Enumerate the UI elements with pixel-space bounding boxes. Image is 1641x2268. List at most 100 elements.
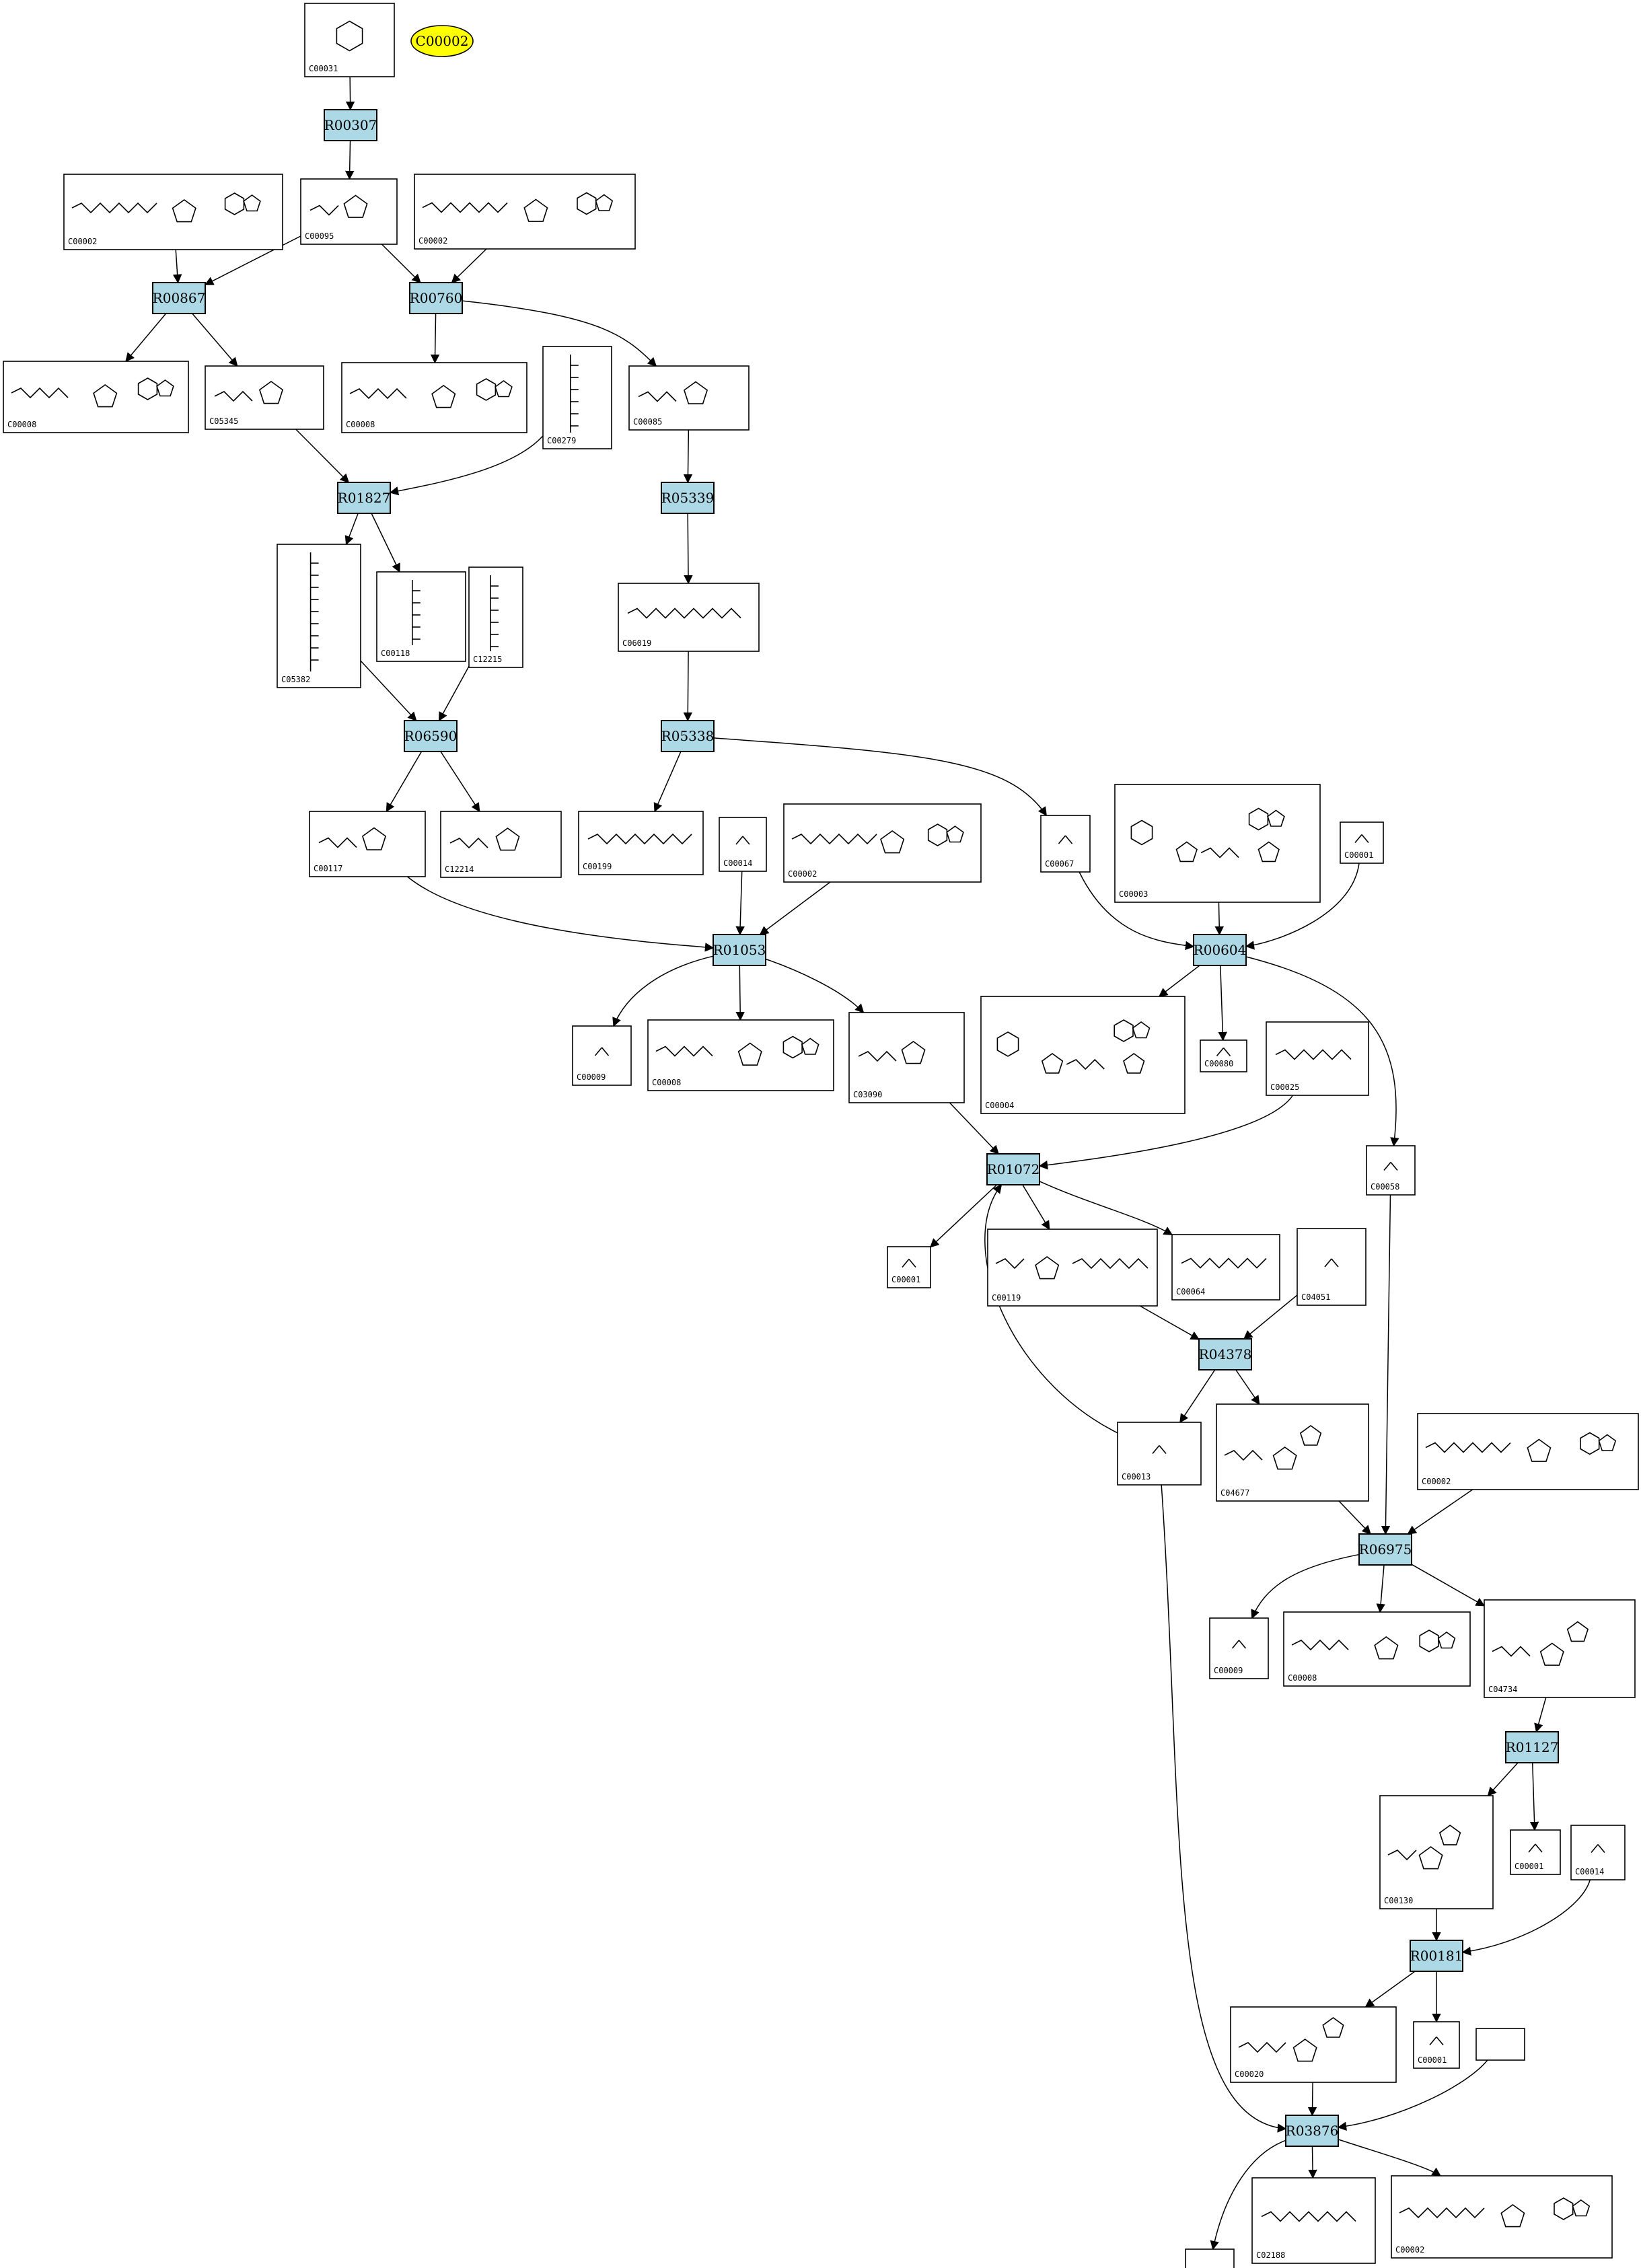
edge-arrow xyxy=(440,751,480,813)
compound-node[interactable]: C00004 xyxy=(980,996,1186,1114)
reaction-id: R05339 xyxy=(661,490,715,506)
structure-drawing xyxy=(309,552,319,671)
compound-node[interactable]: C00085 xyxy=(628,365,750,431)
compound-id: C00130 xyxy=(1384,1896,1413,1905)
compound-node[interactable]: C12214 xyxy=(440,811,562,878)
edge-arrow xyxy=(1039,1181,1173,1235)
compound-id: C00064 xyxy=(1176,1287,1205,1296)
edge-arrow xyxy=(295,429,350,483)
compound-id: C02188 xyxy=(1256,2251,1285,2260)
edge-arrow xyxy=(1461,1879,1591,1956)
reaction-node[interactable]: R06975 xyxy=(1358,1533,1412,1566)
compound-node[interactable]: C04051 xyxy=(1297,1228,1366,1306)
compound-node[interactable]: C00025 xyxy=(1266,1021,1369,1096)
compound-node[interactable]: C00199 xyxy=(578,811,704,875)
reaction-id: R00867 xyxy=(153,290,206,306)
compound-node[interactable] xyxy=(1185,2248,1235,2268)
compound-node[interactable]: C00014 xyxy=(1570,1825,1626,1880)
compound-node[interactable]: C00118 xyxy=(376,571,466,662)
compound-node[interactable]: C06019 xyxy=(618,583,760,652)
compound-node[interactable]: C00008 xyxy=(647,1019,834,1091)
compound-box xyxy=(1117,1422,1202,1486)
structure-drawing xyxy=(1354,834,1369,844)
compound-node[interactable]: C00009 xyxy=(1209,1617,1269,1679)
compound-node[interactable]: C00279 xyxy=(542,346,612,449)
compound-node[interactable]: C04734 xyxy=(1484,1599,1636,1698)
compound-node[interactable]: C00002 xyxy=(63,174,283,250)
reaction-node[interactable]: R05339 xyxy=(661,482,715,514)
edge-arrow xyxy=(713,737,1047,817)
reaction-box xyxy=(986,1153,1040,1185)
compound-node[interactable]: C03090 xyxy=(848,1012,965,1103)
compound-node[interactable]: C00008 xyxy=(3,361,189,433)
reaction-node[interactable]: R00604 xyxy=(1193,934,1247,966)
reaction-node[interactable]: R01827 xyxy=(337,482,391,514)
reaction-node[interactable]: R01127 xyxy=(1505,1731,1559,1763)
compound-node[interactable]: C00001 xyxy=(1510,1829,1561,1875)
compound-node[interactable] xyxy=(1475,2028,1525,2061)
compound-node[interactable]: C00002 xyxy=(414,174,636,250)
compound-node[interactable]: C00008 xyxy=(1283,1611,1471,1687)
compound-id: C04051 xyxy=(1301,1292,1330,1302)
structure-drawing xyxy=(490,575,499,651)
reaction-node[interactable]: R00760 xyxy=(409,282,463,314)
compound-node[interactable]: C00009 xyxy=(572,1025,632,1086)
structure-drawing xyxy=(11,377,174,408)
reaction-node[interactable]: R06590 xyxy=(404,720,458,752)
compound-node[interactable]: C00001 xyxy=(887,1246,931,1288)
compound-node[interactable]: C00031 xyxy=(304,3,395,77)
compound-node[interactable]: C00008 xyxy=(341,362,527,433)
reaction-node[interactable]: R05338 xyxy=(661,720,715,752)
compound-id: C00002 xyxy=(788,869,817,879)
edge-arrow xyxy=(344,513,359,546)
edge-arrow xyxy=(735,871,745,936)
structure-drawing xyxy=(569,355,579,433)
compound-node[interactable]: C00095 xyxy=(300,178,398,245)
compound-node[interactable]: C00080 xyxy=(1200,1039,1247,1072)
compound-node[interactable]: C12215 xyxy=(468,566,523,668)
reaction-box xyxy=(152,282,206,314)
structure-drawing xyxy=(1238,2017,1344,2062)
structure-drawing xyxy=(1387,1825,1461,1870)
compound-node[interactable]: C00067 xyxy=(1040,815,1091,873)
reaction-node[interactable]: R04378 xyxy=(1198,1338,1252,1370)
compound-box xyxy=(1391,2175,1613,2259)
reaction-node[interactable]: R00867 xyxy=(152,282,206,314)
compound-node[interactable]: C00117 xyxy=(309,811,426,877)
compound-box xyxy=(783,803,982,883)
structure-drawing xyxy=(1224,1425,1322,1470)
reaction-box xyxy=(1358,1533,1412,1566)
reaction-node[interactable]: R00307 xyxy=(324,109,377,141)
reaction-node[interactable]: R00181 xyxy=(1410,1940,1463,1972)
compound-node[interactable]: C00002 xyxy=(1391,2175,1613,2259)
compound-node[interactable]: C02188 xyxy=(1251,2177,1376,2264)
compound-id: C12215 xyxy=(473,655,502,664)
compound-node[interactable]: C00002 xyxy=(783,803,982,883)
compound-node[interactable]: C04677 xyxy=(1216,1403,1369,1502)
compound-node[interactable]: C00001 xyxy=(1413,2021,1460,2069)
compound-node[interactable]: C05345 xyxy=(205,365,324,430)
compound-box xyxy=(300,178,398,245)
edge-arrow xyxy=(1534,1697,1547,1733)
reaction-node[interactable]: R01072 xyxy=(986,1153,1040,1185)
compound-node[interactable]: C00064 xyxy=(1171,1234,1280,1301)
compound-node[interactable]: C05382 xyxy=(277,544,361,688)
compound-node[interactable]: C00013 xyxy=(1117,1422,1202,1486)
compound-node[interactable]: C00119 xyxy=(987,1229,1158,1307)
structure-drawing xyxy=(1291,1630,1456,1660)
compound-node[interactable]: C00014 xyxy=(719,817,767,872)
reaction-node[interactable]: R03876 xyxy=(1285,2115,1339,2147)
reaction-node[interactable]: R01053 xyxy=(713,934,766,966)
reaction-box xyxy=(404,720,458,752)
compound-node[interactable]: C00001 xyxy=(1340,821,1384,864)
compound-node[interactable]: C00020 xyxy=(1230,2006,1397,2083)
highlight-compound[interactable]: C00002 xyxy=(410,25,474,57)
compound-box xyxy=(572,1025,632,1086)
compound-node[interactable]: C00058 xyxy=(1366,1145,1416,1196)
compound-node[interactable]: C00002 xyxy=(1417,1413,1639,1490)
compound-node[interactable]: C00130 xyxy=(1379,1795,1494,1909)
compound-node[interactable]: C00003 xyxy=(1114,784,1321,903)
edge-arrow xyxy=(1407,1489,1473,1535)
compound-box xyxy=(1570,1825,1626,1880)
structure-drawing xyxy=(1425,1432,1617,1462)
